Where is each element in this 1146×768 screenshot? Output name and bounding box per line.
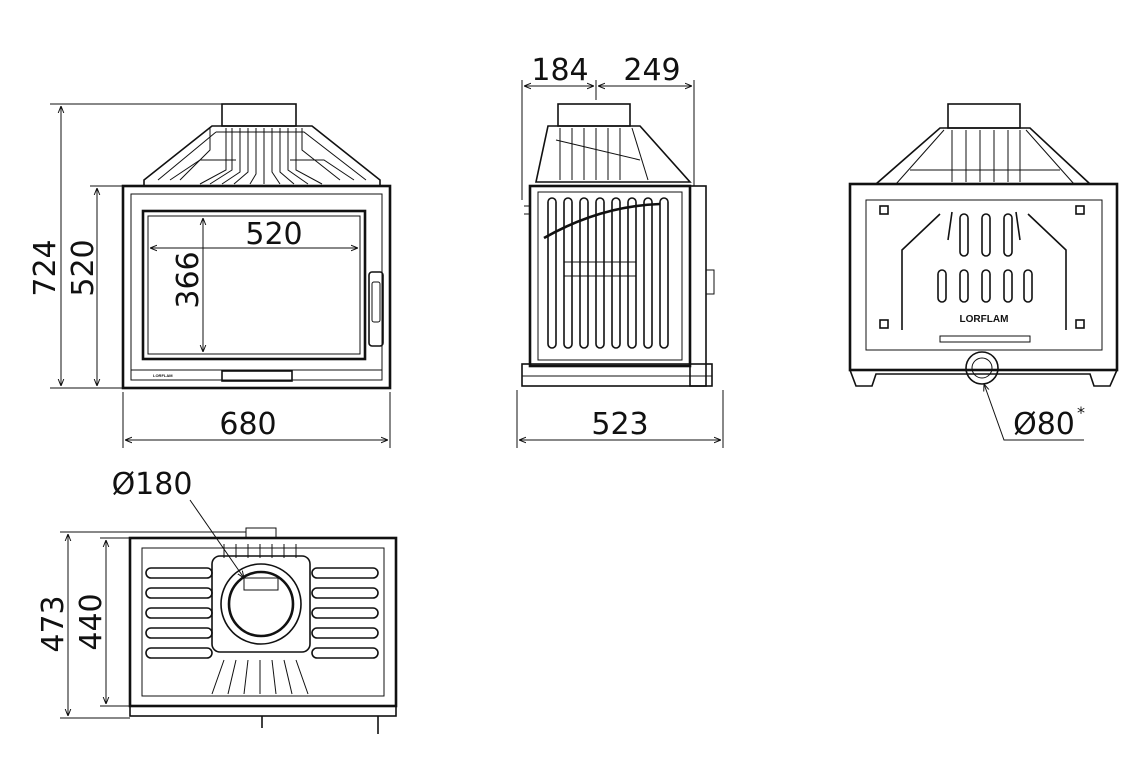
- front-dimensions: 724 520 520 366 680: [28, 103, 391, 448]
- top-dimensions: Ø180 473 440: [36, 467, 246, 719]
- side-dimensions: 184 249 523: [516, 53, 724, 448]
- side-depth-label: 523: [591, 407, 648, 442]
- front-brand-label: LORFLAM: [153, 373, 173, 378]
- rear-dimensions: Ø80 *: [984, 384, 1085, 442]
- side-top-left-label: 184: [531, 53, 588, 88]
- front-height-body-label: 520: [66, 239, 101, 296]
- top-flue-label: Ø180: [112, 467, 193, 502]
- front-glass-width-label: 520: [245, 217, 302, 252]
- rear-outlet-label: Ø80: [1013, 407, 1075, 442]
- front-width-label: 680: [219, 407, 276, 442]
- rear-outlet-note: *: [1077, 403, 1085, 422]
- top-depth-total-label: 473: [36, 595, 71, 652]
- front-glass-height-label: 366: [171, 251, 206, 308]
- top-view: [128, 527, 398, 734]
- rear-view: LORFLAM: [848, 103, 1119, 387]
- rear-brand-label: LORFLAM: [960, 314, 1009, 325]
- front-view: LORFLAM: [121, 103, 392, 390]
- top-depth-body-label: 440: [74, 593, 109, 650]
- side-view: [521, 103, 715, 387]
- side-top-right-label: 249: [623, 53, 680, 88]
- front-height-total-label: 724: [28, 239, 63, 296]
